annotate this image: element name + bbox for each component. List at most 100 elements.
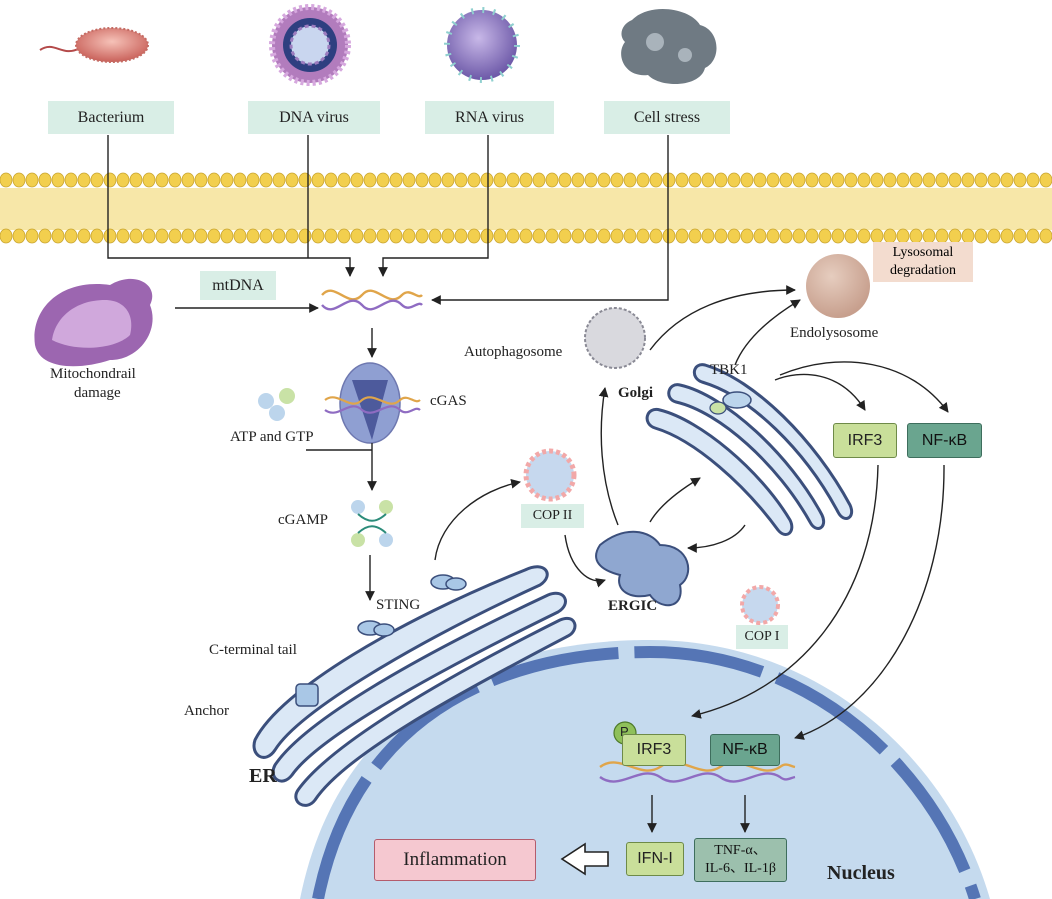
lipid-head	[779, 172, 793, 188]
lipid-head	[519, 228, 533, 244]
lipid-head	[792, 172, 806, 188]
copi-label: COP I	[736, 625, 788, 649]
lipid-head	[259, 228, 273, 244]
lipid-head	[350, 172, 364, 188]
lipid-head	[493, 172, 507, 188]
lipid-head	[649, 228, 663, 244]
lipid-head	[818, 172, 832, 188]
lipid-head	[558, 228, 572, 244]
lipid-head	[467, 228, 481, 244]
lipid-head	[441, 228, 455, 244]
autophagosome-icon	[584, 307, 646, 369]
lipid-head	[389, 172, 403, 188]
lipid-head	[701, 228, 715, 244]
lipid-head	[324, 228, 338, 244]
lipid-head	[480, 228, 494, 244]
lipid-head	[220, 172, 234, 188]
lipid-head	[272, 172, 286, 188]
lipid-head	[740, 228, 754, 244]
lipid-head	[701, 172, 715, 188]
lipid-head	[805, 228, 819, 244]
lipid-head	[454, 228, 468, 244]
rna-virus-label: RNA virus	[425, 101, 554, 134]
lipid-head	[168, 228, 182, 244]
lipid-head	[493, 228, 507, 244]
lipid-head	[844, 172, 858, 188]
lipid-head	[662, 172, 676, 188]
lipid-head	[207, 228, 221, 244]
lipid-head	[636, 172, 650, 188]
lipid-head	[25, 172, 39, 188]
lipid-head	[285, 172, 299, 188]
nfkb-nucleus-box: NF-κB	[710, 734, 780, 766]
lipid-head	[389, 228, 403, 244]
lipid-head	[961, 172, 975, 188]
lipid-head	[129, 172, 143, 188]
lipid-head	[987, 172, 1001, 188]
lipid-head	[77, 228, 91, 244]
lipid-head	[116, 228, 130, 244]
atp-gtp-icon	[258, 388, 295, 421]
lipid-head	[714, 172, 728, 188]
lipid-head	[610, 228, 624, 244]
lipid-head	[662, 228, 676, 244]
lipid-head	[233, 228, 247, 244]
anchor-label: Anchor	[184, 703, 229, 719]
lipid-head	[909, 172, 923, 188]
lipid-head	[805, 172, 819, 188]
lipid-head	[753, 172, 767, 188]
lipid-head	[1039, 172, 1052, 188]
golgi-traffic-arrows	[598, 285, 949, 740]
lipid-head	[844, 228, 858, 244]
lipid-head	[792, 228, 806, 244]
lipid-head	[584, 228, 598, 244]
golgi-apparatus	[645, 363, 853, 536]
lipid-head	[441, 172, 455, 188]
lipid-head	[753, 228, 767, 244]
lipid-head	[519, 172, 533, 188]
lipid-head	[246, 228, 260, 244]
lipid-head	[415, 228, 429, 244]
lysosomal-label-line1: Lysosomal	[892, 245, 954, 260]
lipid-head	[298, 228, 312, 244]
endolysosome-icon	[806, 254, 870, 318]
lipid-head	[64, 228, 78, 244]
lipid-head	[38, 228, 52, 244]
dna-virus-label: DNA virus	[248, 101, 380, 134]
lipid-head	[857, 172, 871, 188]
nuclear-dna-icon	[599, 761, 796, 783]
sting-label: STING	[376, 597, 421, 613]
lipid-head	[1026, 172, 1040, 188]
lipid-head	[25, 228, 39, 244]
copii-vesicle-icon	[523, 448, 577, 502]
lipid-head	[259, 172, 273, 188]
lipid-head	[922, 172, 936, 188]
lipid-head	[974, 228, 988, 244]
arrow-copii-to-ergic	[564, 534, 606, 588]
lipid-head	[1000, 172, 1014, 188]
lipid-head	[142, 228, 156, 244]
lipid-head	[545, 172, 559, 188]
lipid-head	[506, 228, 520, 244]
copi-vesicle-icon	[740, 585, 780, 625]
lipid-head	[376, 172, 390, 188]
dna-virus-icon	[269, 4, 351, 86]
c-terminal-tail-label: C-terminal tail	[209, 642, 297, 658]
lipid-head	[766, 172, 780, 188]
lipid-head	[532, 172, 546, 188]
cytokines-line1: TNF-α、	[714, 843, 767, 858]
ergic-label: ERGIC	[608, 598, 658, 614]
lipid-head	[428, 228, 442, 244]
lipid-head	[948, 228, 962, 244]
bacterium-icon	[39, 27, 149, 63]
lipid-head	[675, 172, 689, 188]
lipid-head	[155, 172, 169, 188]
lipid-head	[727, 228, 741, 244]
lipid-head	[831, 228, 845, 244]
lipid-head	[688, 172, 702, 188]
lipid-head	[636, 228, 650, 244]
lipid-head	[324, 172, 338, 188]
lipid-head	[1013, 228, 1027, 244]
lipid-head	[220, 228, 234, 244]
lipid-head	[90, 228, 104, 244]
